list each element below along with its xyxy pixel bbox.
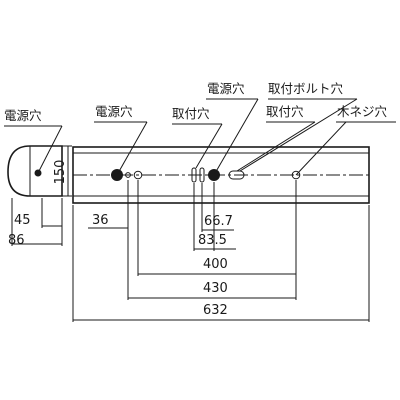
dim-66-7-text: 66.7 <box>204 214 233 229</box>
power-hole-left-leader <box>116 121 148 176</box>
side-power-hole-label: 電源穴 <box>4 108 42 123</box>
dim-83-5-text: 83.5 <box>198 233 227 248</box>
dim-632-text: 632 <box>203 303 228 318</box>
mount-bolt-hole-label: 取付ボルト穴 <box>268 81 344 96</box>
wood-screw-hole-label: 木ネジ穴 <box>337 104 388 119</box>
mount-bolt-hole-mark <box>228 170 245 180</box>
side-outer-dim-text: 86 <box>8 233 25 248</box>
small-hole-left <box>125 172 131 178</box>
mount-hole-left-label: 取付穴 <box>172 106 210 121</box>
wood-screw-hole-mark <box>291 170 301 180</box>
power-hole-center-label: 電源穴 <box>207 81 245 96</box>
mount-hole-right-leader <box>236 121 316 172</box>
power-hole-center-leader <box>213 98 259 176</box>
mount-hole-center-slot-1 <box>191 167 197 183</box>
side-inner-dim-text: 45 <box>14 213 31 228</box>
side-power-hole-leader <box>37 125 63 174</box>
mount-hole-left-mark <box>133 170 143 180</box>
front-view: 電源穴 取付穴 電源穴 取付穴 取付ボルト穴 木ネジ穴 <box>72 81 396 204</box>
mount-hole-right-label: 取付穴 <box>266 104 304 119</box>
side-view: 電源穴 150 45 86 <box>4 108 72 248</box>
mount-bolt-hole-leader <box>239 98 358 172</box>
power-hole-left-label: 電源穴 <box>95 104 133 119</box>
front-dimensions: 36 66.7 83.5 400 430 632 <box>72 180 370 322</box>
dim-36-text: 36 <box>92 213 109 228</box>
side-profile-outline <box>7 145 63 197</box>
wood-screw-hole-leader <box>295 121 347 176</box>
height-dim-text: 150 <box>53 160 68 185</box>
dim-430-text: 430 <box>203 281 228 296</box>
dim-400-text: 400 <box>203 257 228 272</box>
mount-hole-left-leader <box>195 123 223 169</box>
mount-hole-center-slot-2 <box>199 167 205 183</box>
